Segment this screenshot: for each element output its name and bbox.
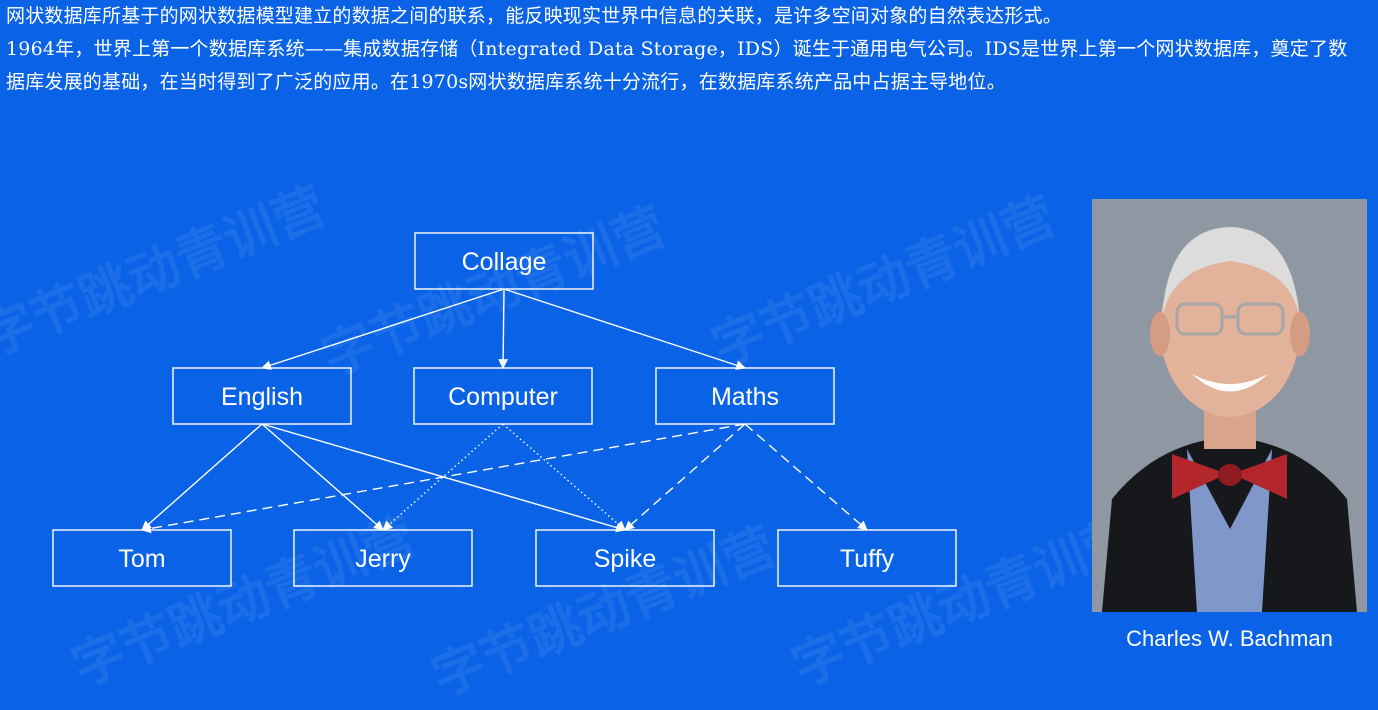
edge-english-to-tom <box>141 423 263 531</box>
edge-computer-to-spike <box>502 423 626 531</box>
node-maths: Maths <box>655 367 835 425</box>
node-box <box>414 232 594 290</box>
node-tuffy: Tuffy <box>777 529 957 587</box>
node-label: Collage <box>462 248 547 276</box>
edge-maths-to-tuffy <box>744 423 868 531</box>
node-label: Jerry <box>355 545 411 573</box>
photo-caption: Charles W. Bachman <box>1126 626 1333 651</box>
edge-maths-to-tom <box>141 423 746 534</box>
node-label: Spike <box>594 545 657 573</box>
node-box <box>655 367 835 425</box>
node-computer: Computer <box>413 367 593 425</box>
node-label: Tuffy <box>840 545 895 573</box>
node-label: Maths <box>711 383 779 411</box>
intro-paragraph: 网状数据库所基于的网状数据模型建立的数据之间的联系，能反映现实世界中信息的关联，… <box>6 0 1366 99</box>
intro-line-2: 1964年，世界上第一个数据库系统——集成数据存储（Integrated Dat… <box>6 38 1348 93</box>
node-english: English <box>172 367 352 425</box>
portrait-photo <box>1092 199 1367 612</box>
node-box <box>777 529 957 587</box>
node-box <box>413 367 593 425</box>
edges-layer <box>141 288 868 534</box>
node-box <box>535 529 715 587</box>
node-box <box>52 529 232 587</box>
node-collage: Collage <box>414 232 594 290</box>
intro-line-1: 网状数据库所基于的网状数据模型建立的数据之间的联系，能反映现实世界中信息的关联，… <box>6 5 1063 27</box>
edge-collage-to-maths <box>503 288 746 370</box>
edge-collage-to-computer <box>498 288 509 369</box>
node-label: Tom <box>118 545 165 573</box>
node-box <box>172 367 352 425</box>
node-label: Computer <box>448 383 558 411</box>
portrait-illustration <box>1092 199 1367 612</box>
edge-collage-to-english <box>261 288 505 370</box>
node-spike: Spike <box>535 529 715 587</box>
edge-english-to-jerry <box>261 423 384 531</box>
edge-maths-to-spike <box>624 423 746 531</box>
node-box <box>293 529 473 587</box>
node-label: English <box>221 383 303 411</box>
node-tom: Tom <box>52 529 232 587</box>
node-jerry: Jerry <box>293 529 473 587</box>
